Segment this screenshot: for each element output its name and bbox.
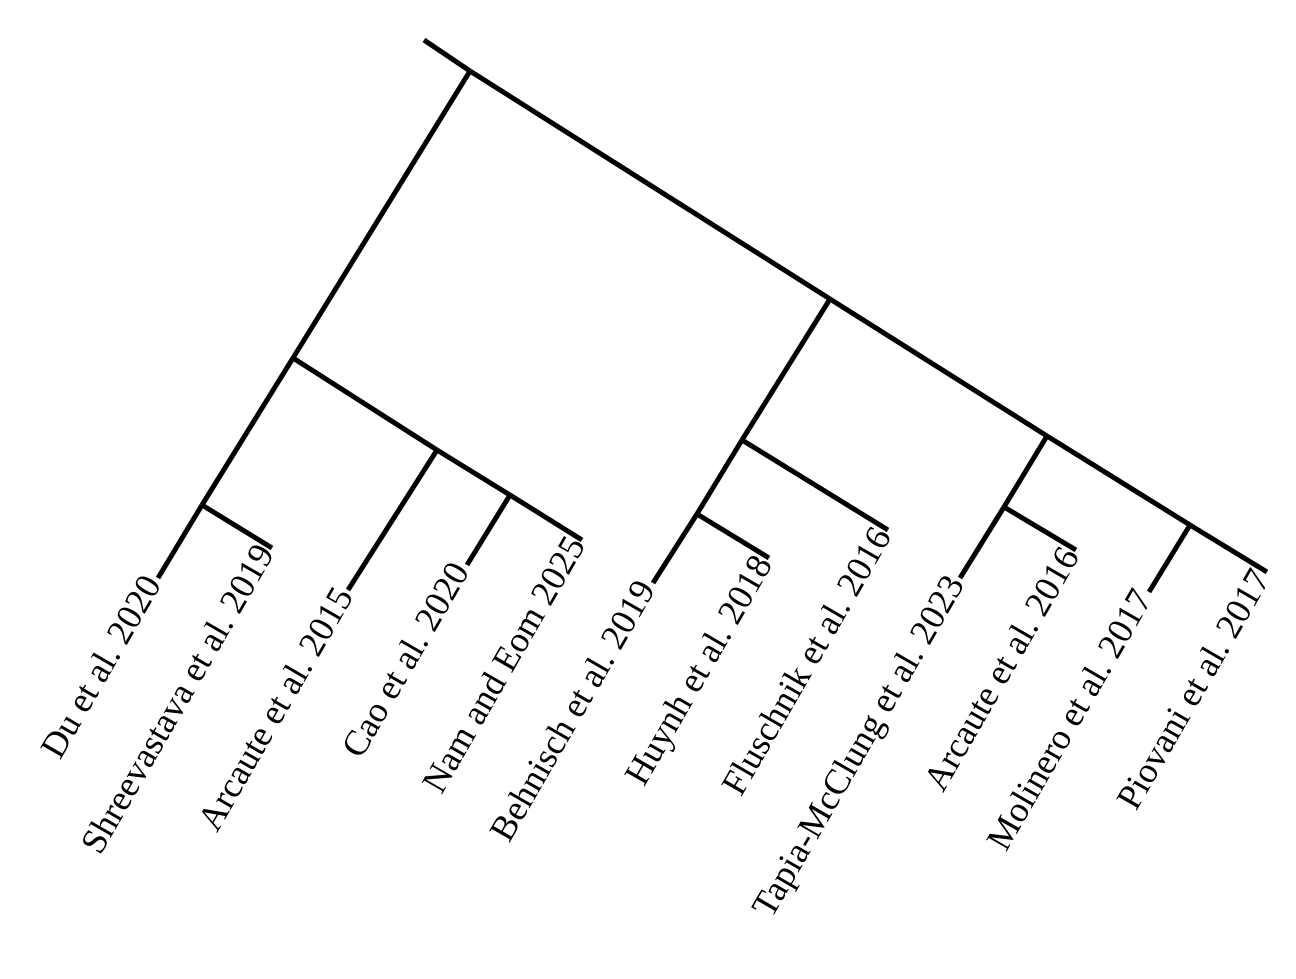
branch-left-node-to-du-shree-node bbox=[199, 356, 296, 507]
branch-to-cao-nam-node bbox=[435, 447, 512, 498]
spine-root-to-right-node bbox=[468, 68, 832, 302]
spine-to-molinero-piovani-node bbox=[1045, 433, 1192, 528]
leaf-branch-nam2025 bbox=[508, 492, 584, 543]
branch-right-node-to-fluschnik-node bbox=[739, 297, 833, 442]
spine-right-node-to-arcaute2016-node bbox=[828, 296, 1049, 439]
branch-left-node-to-arcaute2015-node bbox=[291, 355, 439, 453]
leaf-branch-arcaute2016 bbox=[1002, 504, 1078, 553]
branch-root-to-left-node bbox=[290, 69, 473, 360]
leaf-branch-molinero2017 bbox=[1146, 523, 1193, 594]
leaf-branch-shreevastava2019 bbox=[200, 502, 274, 551]
branch-to-tapia-arcaute-node bbox=[1001, 434, 1050, 509]
leaf-branch-du2020 bbox=[155, 503, 205, 580]
leaf-branch-behnisch2019 bbox=[650, 512, 700, 585]
leaf-branch-cao2020 bbox=[464, 493, 513, 567]
leaf-branch-fluschnik2016 bbox=[740, 437, 890, 533]
leaf-branch-piovani2017 bbox=[1188, 522, 1269, 575]
root-stem bbox=[422, 37, 472, 74]
leaf-branch-huynh2018 bbox=[695, 511, 771, 561]
leaf-branch-tapia2023 bbox=[957, 505, 1007, 580]
dendrogram-branches bbox=[155, 37, 1269, 594]
leaf-branch-arcaute2015 bbox=[345, 448, 440, 592]
branch-to-behnisch-huynh-node bbox=[694, 438, 745, 516]
